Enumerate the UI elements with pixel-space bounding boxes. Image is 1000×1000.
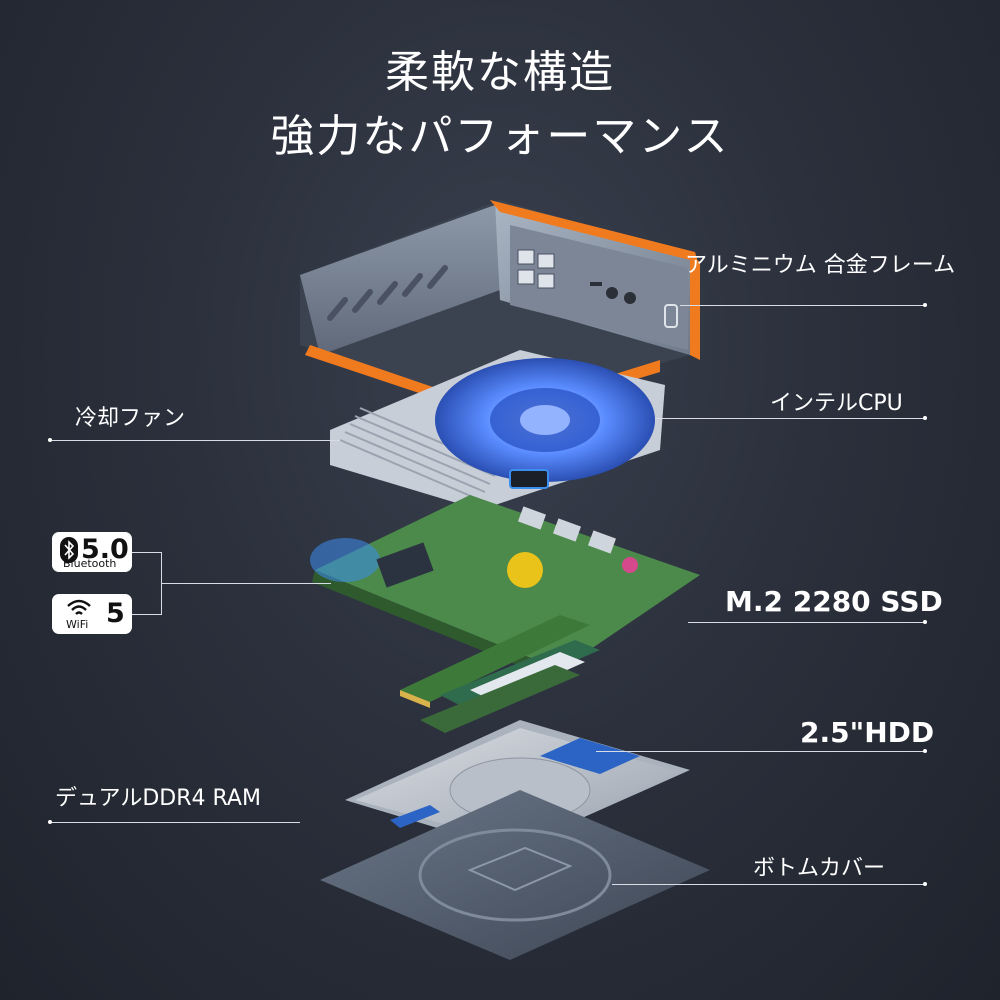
callout-ram-label: デュアルDDR4 RAM <box>55 786 261 811</box>
callout-cover-label: ボトムカバー <box>753 856 886 881</box>
callout-ssd-line <box>688 622 925 623</box>
callout-fan-dot <box>48 438 52 442</box>
callout-hdd-line <box>596 751 925 752</box>
ram-and-ssd <box>400 615 600 733</box>
aluminium-case <box>300 200 700 420</box>
callout-cover-line <box>612 884 925 885</box>
bluetooth-label: Bluetooth <box>63 557 117 570</box>
callout-fan-label: 冷却ファン <box>75 406 186 431</box>
callout-ram-line <box>50 822 300 823</box>
cooling-fan-assembly <box>330 350 665 510</box>
callout-frame-label: アルミニウム 合金フレーム <box>685 253 956 278</box>
callout-ram-dot <box>48 820 52 824</box>
wifi-version: 5 <box>106 598 125 629</box>
callout-cpu-label: インテルCPU <box>770 391 903 416</box>
callout-cpu-line <box>655 418 925 419</box>
callout-frame-line <box>680 305 925 306</box>
callout-frame-dot <box>923 303 927 307</box>
bluetooth-badge: 5.0 Bluetooth <box>52 532 132 572</box>
callout-fan-line <box>50 440 340 441</box>
badge-bracket-line <box>161 583 331 584</box>
wifi-icon <box>67 599 91 615</box>
callout-ssd-label: M.2 2280 SSD <box>725 585 943 618</box>
bluetooth-icon <box>60 537 78 563</box>
headline-line-2: 強力なパフォーマンス <box>270 111 730 162</box>
wifi-label: WiFi <box>66 618 89 631</box>
bottom-cover <box>320 790 710 960</box>
callout-hdd-label: 2.5"HDD <box>800 716 935 749</box>
callout-cpu-dot <box>923 416 927 420</box>
callout-hdd-dot <box>923 749 927 753</box>
wifi-badge: WiFi 5 <box>52 594 132 634</box>
headline-line-1: 柔軟な構造 <box>385 47 615 98</box>
badge-bracket-top <box>132 552 162 553</box>
callout-cover-dot <box>923 882 927 886</box>
badge-bracket-bottom <box>132 614 162 615</box>
callout-ssd-dot <box>923 620 927 624</box>
bluetooth-version: 5.0 <box>81 534 129 565</box>
